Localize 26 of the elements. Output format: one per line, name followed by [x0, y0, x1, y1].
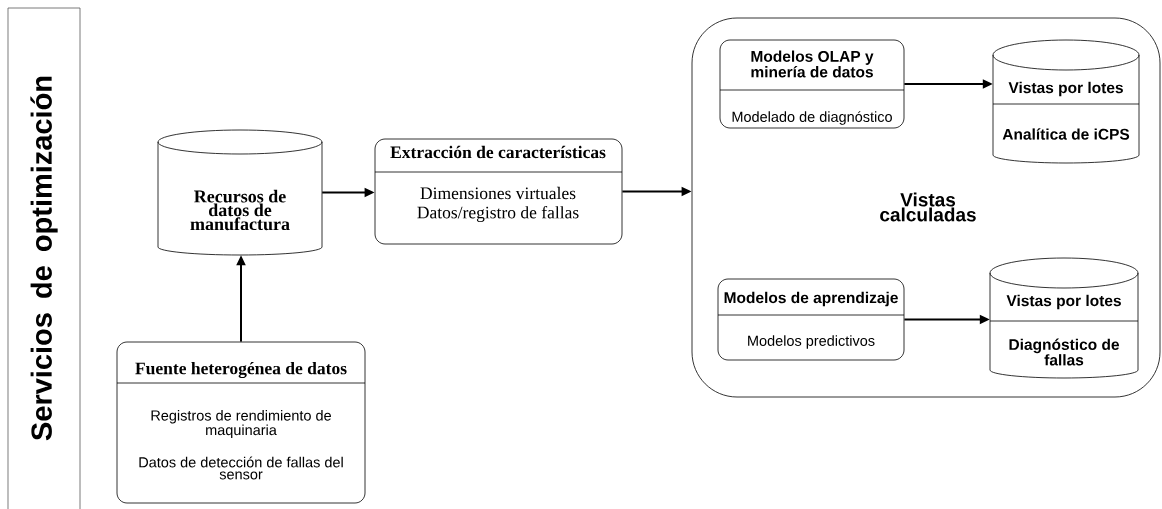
- box-text: Registros de rendimiento de maquinaria: [151, 410, 331, 438]
- side-band: [7, 7, 81, 509]
- process-box: [719, 39, 905, 129]
- process-box: [116, 341, 366, 504]
- heading: Fuente heterogénea de datos: [135, 362, 347, 378]
- database-cylinder: [157, 129, 323, 256]
- box-text: Datos de detección de fallas del sensor: [139, 456, 343, 480]
- heading: Vistas por lotes: [1008, 81, 1123, 97]
- heading: Recursos de datos de manufactura: [190, 189, 290, 231]
- database-cylinder: [989, 257, 1139, 379]
- process-box: [717, 278, 905, 361]
- box-text: Analítica de iCPS: [1002, 128, 1130, 140]
- heading: Extracción de características: [390, 145, 606, 159]
- box-text: Dimensiones virtuales: [420, 186, 576, 200]
- box-text: Diagnóstico de fallas: [1009, 338, 1120, 366]
- box-text: Datos/registro de fallas: [417, 205, 579, 223]
- heading: Modelos OLAP y minería de datos: [751, 50, 874, 78]
- process-box: [374, 138, 623, 245]
- box-text: Modelos predictivos: [748, 335, 875, 349]
- heading: Vistas por lotes: [1006, 294, 1121, 310]
- heading: Modelos de aprendizaje: [724, 291, 898, 307]
- band-label: Servicios de optimización: [30, 76, 58, 441]
- box-text: Modelado de diagnóstico: [732, 111, 892, 125]
- group-panel: [691, 17, 1161, 398]
- database-cylinder: [992, 39, 1140, 164]
- heading: Vistas calculadas: [880, 192, 976, 222]
